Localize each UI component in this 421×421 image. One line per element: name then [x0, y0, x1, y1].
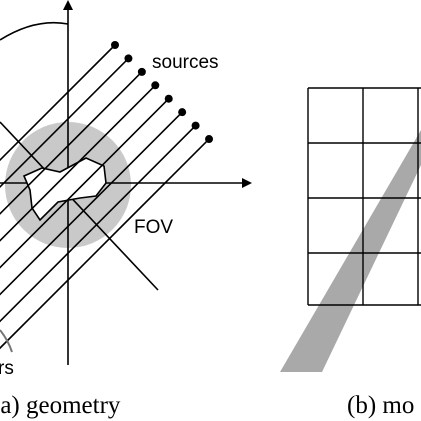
- ray-line: [0, 111, 183, 296]
- source-dot: [137, 67, 146, 76]
- source-dot: [151, 81, 160, 90]
- caption-a: (a) geometry: [0, 392, 121, 419]
- detectors-label: rs: [0, 358, 14, 379]
- fov-label: FOV: [134, 217, 173, 238]
- sources-label: sources: [152, 52, 219, 73]
- rotation-angle-arc: [0, 21, 69, 41]
- source-dot: [191, 121, 200, 130]
- ray-line: [0, 44, 116, 162]
- ray-line: [0, 98, 170, 269]
- panel-b: (b) mo: [280, 87, 421, 419]
- parallel-rays: [0, 41, 214, 350]
- caption-b: (b) mo: [347, 392, 414, 419]
- panel-a-geometry: sources FOV rs (a) geometry: [0, 0, 252, 419]
- ray-line: [0, 71, 143, 215]
- source-dot: [111, 41, 119, 49]
- source-dot: [205, 135, 214, 144]
- source-dot: [164, 94, 173, 103]
- projection-strip: [280, 130, 421, 372]
- source-dot: [124, 54, 133, 63]
- detector-arc: [0, 329, 13, 353]
- pixel-grid: [307, 87, 421, 306]
- source-dot: [178, 108, 187, 117]
- ray-line: [0, 84, 156, 242]
- ray-line: [0, 57, 129, 188]
- ray-line: [0, 125, 197, 323]
- ray-line: [0, 138, 210, 350]
- rotated-axis: [0, 121, 159, 291]
